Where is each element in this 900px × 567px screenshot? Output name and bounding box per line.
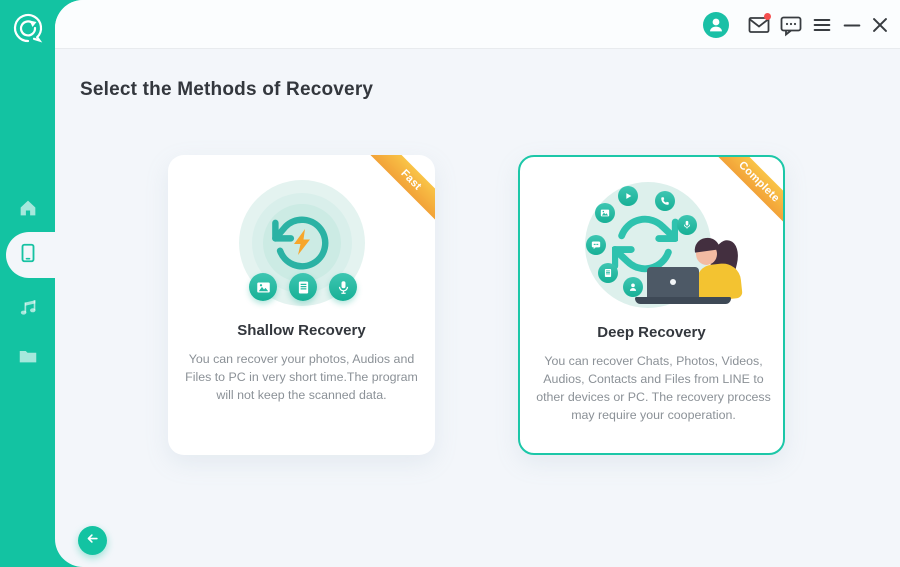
document-icon <box>598 263 618 283</box>
music-icon <box>17 297 39 324</box>
feedback-chat-icon[interactable] <box>778 12 804 38</box>
sidebar-item-home[interactable] <box>0 187 55 233</box>
arrow-left-icon <box>85 531 100 551</box>
mail-icon[interactable] <box>746 12 772 38</box>
image-icon <box>249 273 277 301</box>
device-icon <box>17 242 39 269</box>
laptop-base <box>635 297 731 304</box>
lightning-bolt-icon <box>289 227 315 262</box>
deep-recovery-card[interactable]: Complete <box>518 155 785 455</box>
main-panel: Select the Methods of Recovery Fast <box>55 0 900 567</box>
document-icon <box>289 273 317 301</box>
laptop-logo-dot <box>670 279 676 285</box>
page-title: Select the Methods of Recovery <box>80 79 374 100</box>
notification-dot <box>764 13 771 20</box>
back-button[interactable] <box>78 526 107 555</box>
sidebar-item-files[interactable] <box>0 335 55 381</box>
microphone-icon <box>677 215 697 235</box>
recovery-arrow-icon <box>271 212 333 279</box>
menu-icon[interactable] <box>809 12 835 38</box>
folder-icon <box>17 345 39 372</box>
account-avatar[interactable] <box>703 12 729 38</box>
content-area: Select the Methods of Recovery Fast <box>55 49 900 567</box>
call-icon <box>655 191 675 211</box>
card-title: Shallow Recovery <box>237 322 366 339</box>
sidebar-item-music[interactable] <box>0 287 55 333</box>
sidebar-active-pill <box>6 232 56 278</box>
contact-icon <box>623 277 643 297</box>
card-title: Deep Recovery <box>597 324 706 341</box>
card-description: You can recover your photos, Audios and … <box>185 352 418 402</box>
sidebar <box>0 0 56 567</box>
sidebar-item-device[interactable] <box>0 232 55 278</box>
home-icon <box>17 197 39 224</box>
laptop-illustration <box>647 267 699 297</box>
card-description: You can recover Chats, Photos, Videos, A… <box>536 354 771 422</box>
video-icon <box>618 186 638 206</box>
image-icon <box>595 203 615 223</box>
fast-ribbon: Fast <box>363 155 435 228</box>
chat-icon <box>586 235 606 255</box>
minimize-icon[interactable] <box>839 12 865 38</box>
deep-recovery-illustration <box>573 178 773 323</box>
microphone-icon <box>329 273 357 301</box>
shallow-recovery-card[interactable]: Fast <box>168 155 435 455</box>
chat-recovery-logo <box>11 11 45 45</box>
title-bar <box>55 0 900 49</box>
close-icon[interactable] <box>867 12 893 38</box>
